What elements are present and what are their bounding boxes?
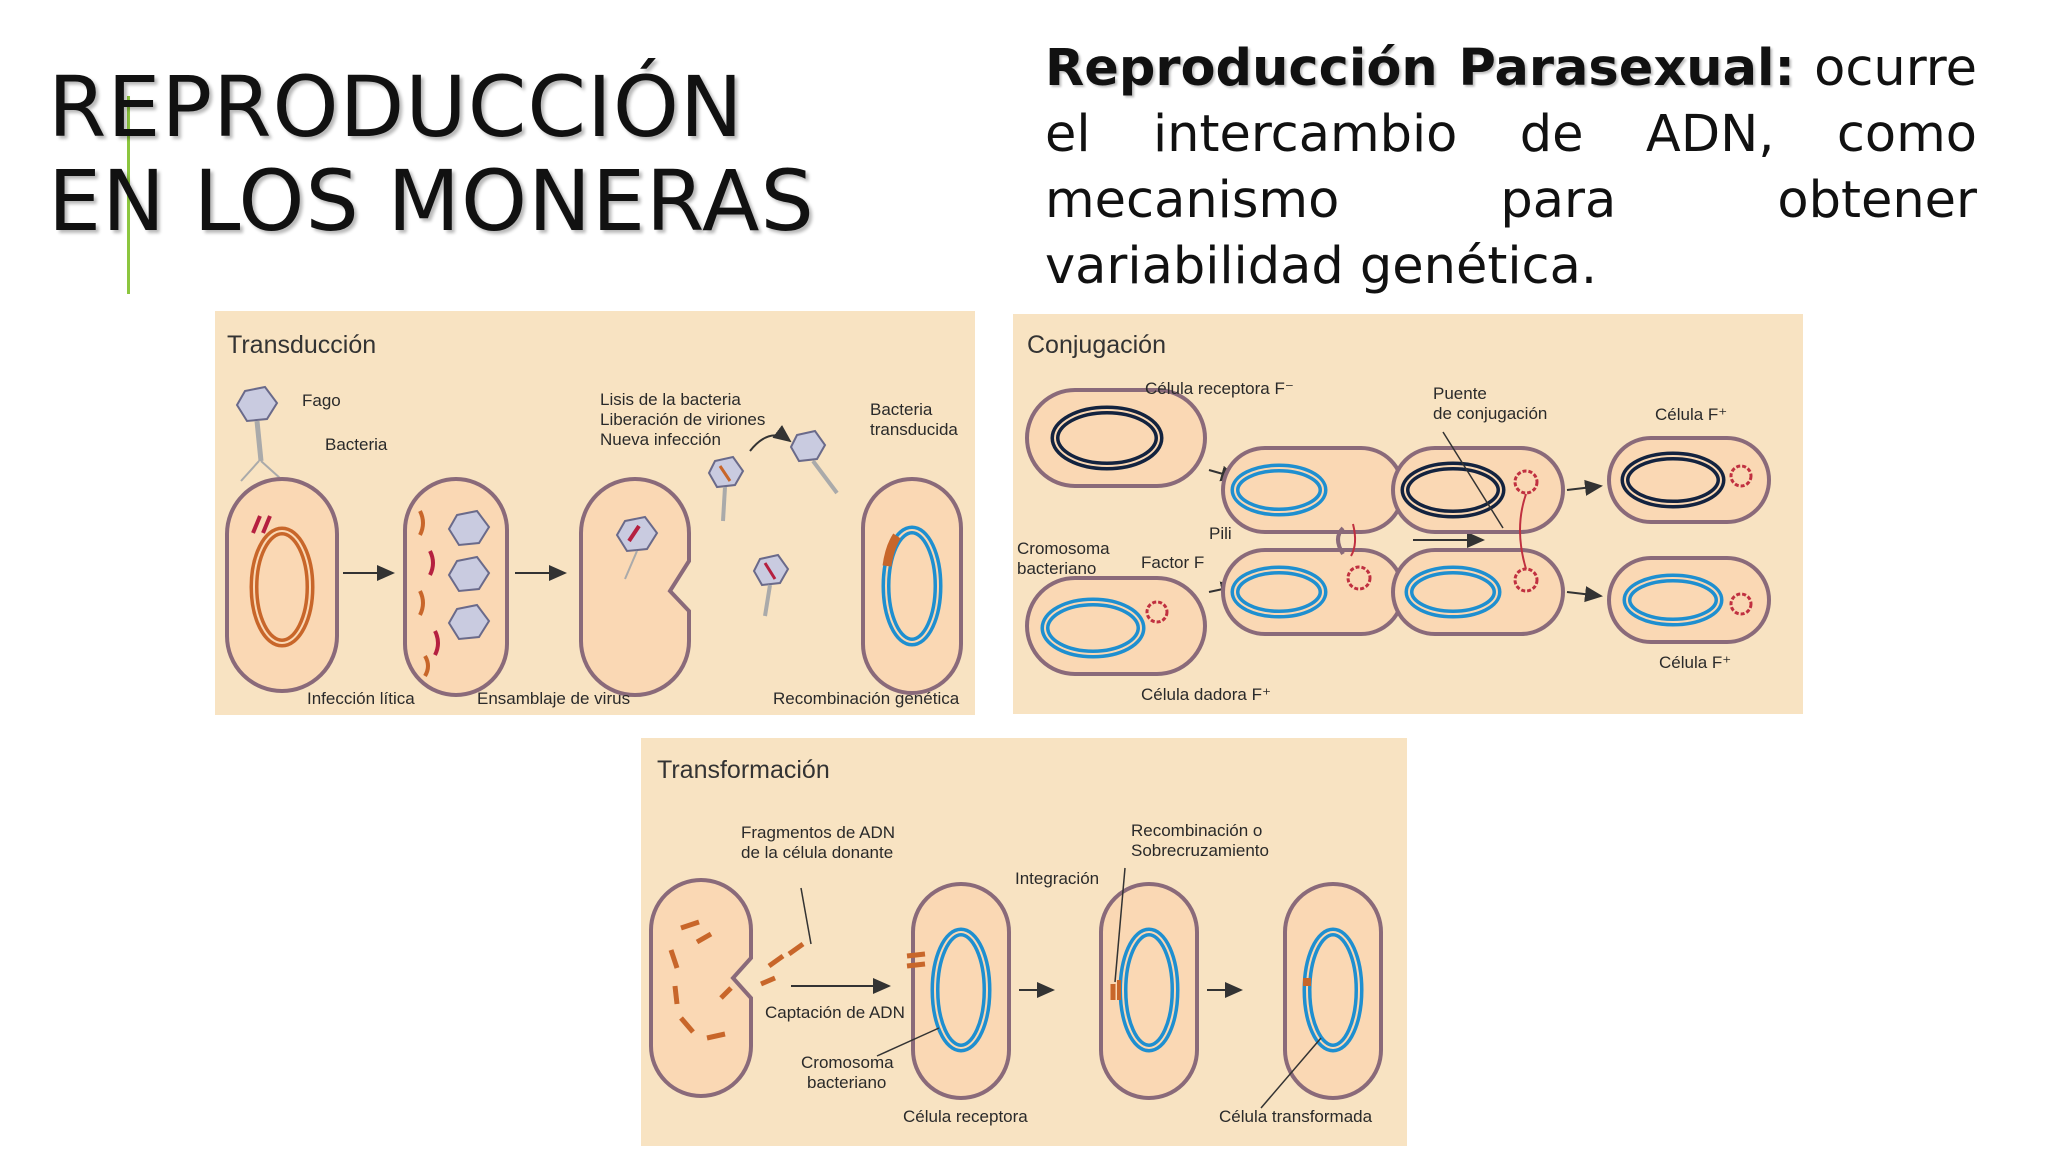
label-lisis-3: Nueva infección	[600, 430, 721, 449]
intro-paragraph: Reproducción Parasexual: ocurre el inter…	[1045, 36, 1977, 300]
transformacion-diagram: Transformación Fragmentos de ADN de la c…	[649, 756, 1383, 1126]
label-fragmentos-1: Fragmentos de ADN	[741, 823, 895, 842]
conjugating-pair-1	[1221, 446, 1405, 636]
label-captacion: Captación de ADN	[765, 1003, 905, 1022]
label-celula-top: Célula F⁺	[1655, 405, 1727, 424]
dna-fragments	[760, 941, 805, 987]
cell-result-top	[1607, 436, 1771, 524]
label-cromosoma-2: bacteriano	[807, 1073, 886, 1092]
label-lisis-2: Liberación de viriones	[600, 410, 765, 429]
arrow-c4	[1566, 479, 1603, 496]
label-puente-2: de conjugación	[1433, 404, 1547, 423]
cell-donor	[1025, 576, 1207, 676]
label-fragmentos-2: de la célula donante	[741, 843, 893, 862]
released-phages	[707, 425, 839, 617]
leader-cromosoma	[876, 1027, 940, 1057]
accent-line	[127, 96, 130, 294]
label-recombinacion: Recombinación genética	[773, 689, 960, 708]
title-line-1: REPRODUCCIÓN	[48, 58, 744, 156]
cell-transduced	[861, 477, 963, 695]
leader-transformada	[1260, 1037, 1322, 1109]
label-receptora: Célula receptora F⁻	[1145, 379, 1294, 398]
label-pili: Pili	[1209, 524, 1232, 543]
label-infeccion: Infección lítica	[307, 689, 415, 708]
conjugacion-diagram: Conjugación Célula receptora F⁻ Cromosom…	[1017, 331, 1771, 704]
label-ensamblaje: Ensamblaje de virus	[477, 689, 630, 708]
label-recomb-2: Sobrecruzamiento	[1131, 841, 1269, 860]
slide-title: REPRODUCCIÓN EN LOS MONERAS	[48, 60, 815, 248]
transformacion-title: Transformación	[657, 756, 830, 784]
title-line-2: EN LOS MONERAS	[48, 152, 815, 250]
label-fago: Fago	[302, 391, 341, 410]
transduccion-title: Transducción	[227, 331, 376, 359]
arrow-c5	[1566, 586, 1603, 603]
label-recomb-1: Recombinación o	[1131, 821, 1262, 840]
transduccion-diagram: Transducción Fago Bacteria	[225, 331, 963, 708]
intro-text: ocurre el intercambio de ADN, como mecan…	[1045, 39, 1977, 296]
conjugating-pair-2	[1391, 431, 1565, 636]
label-integracion: Integración	[1015, 869, 1099, 888]
label-transformada: Célula transformada	[1219, 1107, 1373, 1126]
label-dadora: Célula dadora F⁺	[1141, 685, 1271, 704]
cell-recombination	[1099, 882, 1199, 1100]
cell-transformed	[1283, 882, 1383, 1100]
cell-assembly	[403, 477, 509, 697]
cell-result-bottom	[1607, 556, 1771, 644]
cell-lysis	[579, 476, 691, 698]
label-transducida-2: transducida	[870, 420, 958, 439]
intro-heading: Reproducción Parasexual:	[1045, 39, 1795, 98]
transformacion-panel: Transformación Fragmentos de ADN de la c…	[641, 738, 1407, 1146]
label-cromosoma-1: Cromosoma	[1017, 539, 1110, 558]
leader-recomb	[1114, 867, 1126, 983]
label-transducida-1: Bacteria	[870, 400, 933, 419]
label-lisis-1: Lisis de la bacteria	[600, 390, 741, 409]
conjugacion-panel: Conjugación Célula receptora F⁻ Cromosom…	[1013, 314, 1803, 714]
cell-donor-lysed	[649, 877, 753, 1099]
transduccion-panel: Transducción Fago Bacteria	[215, 311, 975, 715]
label-receptora: Célula receptora	[903, 1107, 1028, 1126]
label-celula-bottom: Célula F⁺	[1659, 653, 1731, 672]
label-cromosoma-2: bacteriano	[1017, 559, 1096, 578]
conjugacion-title: Conjugación	[1027, 331, 1166, 359]
cell-infected	[225, 477, 339, 693]
cell-receptor	[1025, 388, 1207, 488]
cell-receptor	[906, 882, 1011, 1100]
phage-icon	[235, 385, 282, 482]
label-bacteria: Bacteria	[325, 435, 388, 454]
label-cromosoma-1: Cromosoma	[801, 1053, 894, 1072]
label-factor: Factor F	[1141, 553, 1204, 572]
label-puente-1: Puente	[1433, 384, 1487, 403]
leader-fragmentos	[800, 887, 812, 945]
